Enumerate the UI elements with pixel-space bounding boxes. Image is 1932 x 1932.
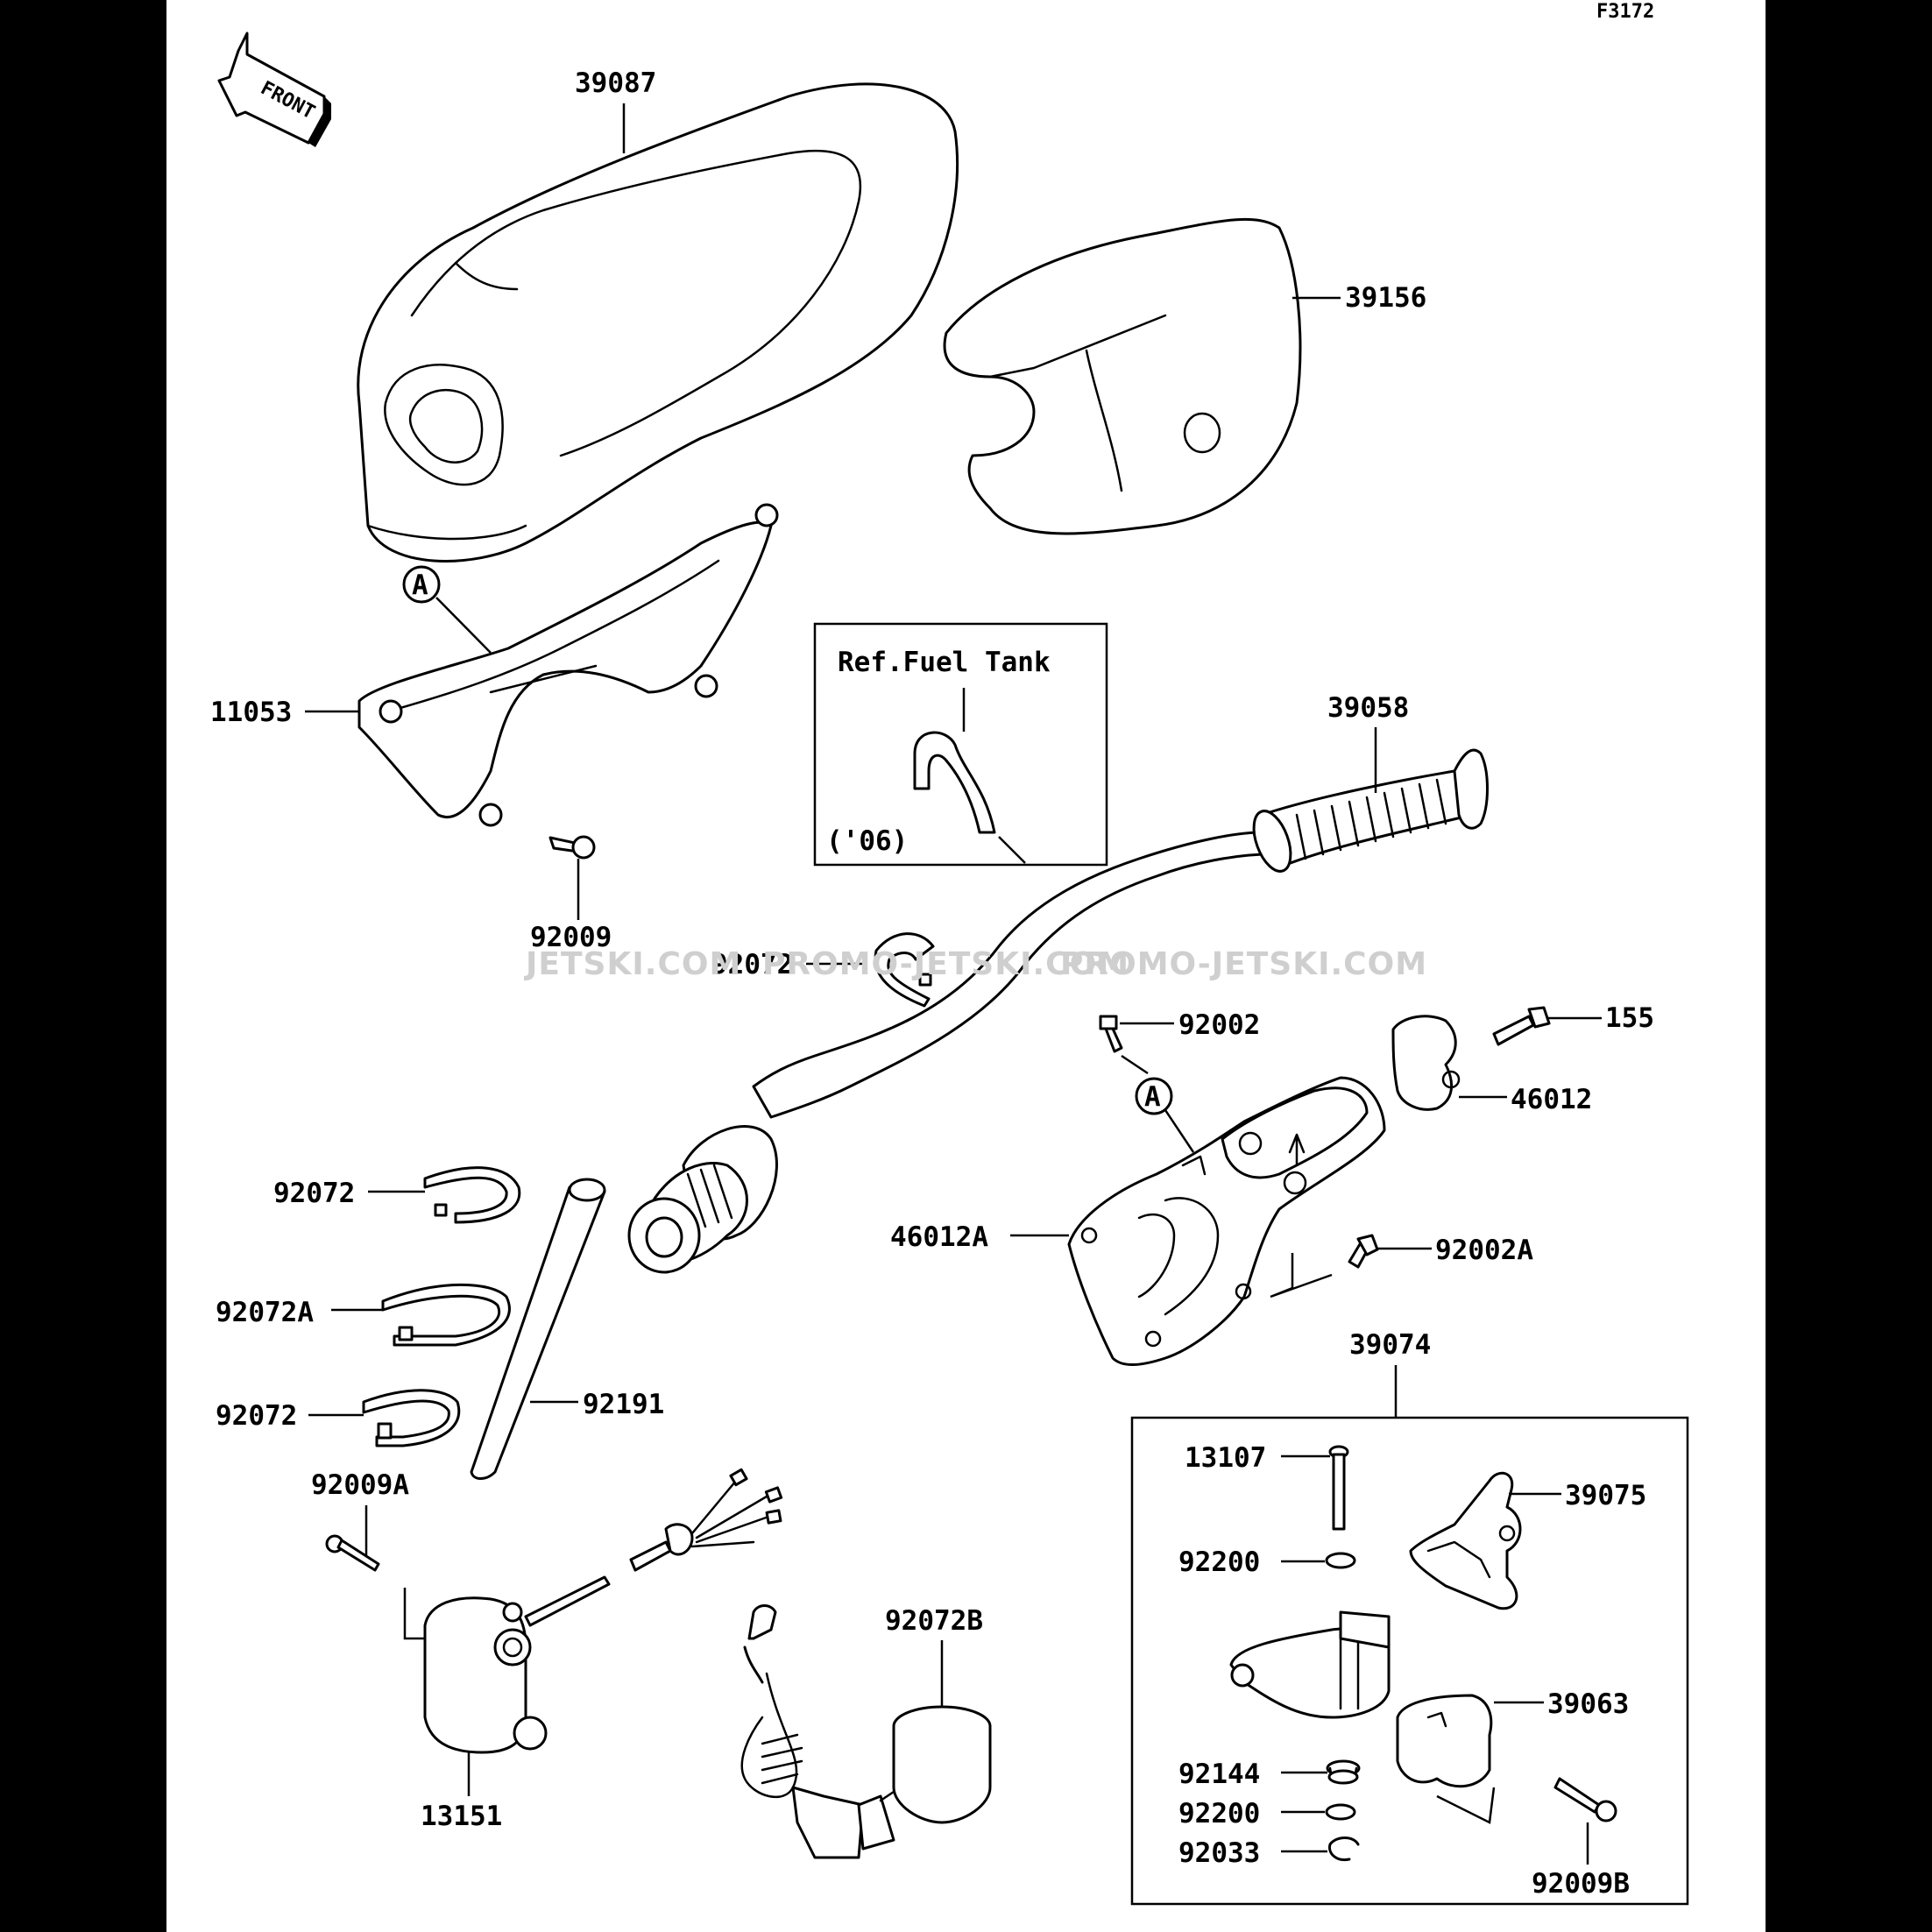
part-number: 92002A bbox=[1435, 1235, 1533, 1266]
part-number: 13151 bbox=[421, 1801, 502, 1832]
handlebar-part bbox=[627, 748, 1489, 1274]
leader-line bbox=[403, 1588, 433, 1640]
lever-part bbox=[1409, 1471, 1522, 1610]
watermark: PROMO-JETSKI.COM bbox=[1060, 946, 1427, 982]
part-number: 92072 bbox=[216, 1400, 297, 1432]
washer-part bbox=[1325, 1803, 1356, 1821]
part-number: 39075 bbox=[1565, 1480, 1646, 1511]
part-number: 46012A bbox=[890, 1221, 988, 1253]
part-number: 92144 bbox=[1178, 1759, 1260, 1790]
ref-box-title: Ref.Fuel Tank bbox=[838, 647, 1051, 678]
marker-a-label: A bbox=[412, 570, 428, 601]
part-number: 92072 bbox=[711, 949, 793, 980]
bolt-part bbox=[1553, 1777, 1617, 1822]
part-number: 13107 bbox=[1185, 1442, 1266, 1474]
watermark: PROMO-JETSKI.COM bbox=[762, 946, 1129, 982]
leader-line bbox=[435, 597, 492, 654]
hose-part bbox=[470, 1178, 606, 1480]
throttle-body-part bbox=[1229, 1610, 1391, 1719]
seat-cover-part bbox=[357, 82, 959, 563]
holder-upper-part bbox=[1391, 1015, 1461, 1111]
band-part bbox=[381, 1283, 511, 1347]
spring-part bbox=[1326, 1759, 1361, 1785]
marker-a bbox=[402, 565, 441, 604]
part-number: 92033 bbox=[1178, 1837, 1260, 1869]
bracket-part bbox=[357, 503, 779, 827]
band-part bbox=[362, 1389, 461, 1447]
bolt-part bbox=[1099, 1015, 1123, 1053]
band-part bbox=[874, 932, 935, 1008]
part-number: 39074 bbox=[1349, 1329, 1431, 1361]
leader-line bbox=[1164, 1109, 1195, 1153]
part-number: 92200 bbox=[1178, 1798, 1260, 1829]
marker-a-label: A bbox=[1144, 1081, 1161, 1113]
leader-line bbox=[1436, 1787, 1496, 1824]
part-number: 92072A bbox=[216, 1297, 314, 1328]
part-number: 92191 bbox=[583, 1389, 664, 1420]
bolt-part bbox=[548, 835, 596, 860]
watermark: JETSKI.COM bbox=[523, 946, 741, 982]
clip-part bbox=[1327, 1836, 1360, 1862]
part-number: 39156 bbox=[1345, 282, 1426, 314]
lever-assembly-box bbox=[1130, 1416, 1689, 1906]
cover-part bbox=[1396, 1694, 1493, 1788]
part-number: 92009 bbox=[530, 922, 612, 953]
part-number: 39087 bbox=[575, 67, 656, 99]
part-number: 92009A bbox=[311, 1469, 409, 1501]
leader-line bbox=[1270, 1253, 1333, 1299]
part-number: 92072 bbox=[273, 1178, 355, 1209]
band-part bbox=[423, 1166, 521, 1224]
marker-a bbox=[1135, 1077, 1173, 1115]
bolt-part bbox=[325, 1534, 380, 1572]
holder-lower-part bbox=[1067, 1076, 1386, 1366]
front-arrow-icon: FRONT bbox=[217, 32, 331, 147]
bolt-part bbox=[1492, 1006, 1551, 1046]
diagram-code: F3172 bbox=[1596, 1, 1654, 23]
part-number: 92009B bbox=[1532, 1868, 1630, 1900]
switch-part bbox=[423, 1468, 783, 1754]
part-number: 155 bbox=[1605, 1002, 1654, 1034]
part-number: 92002 bbox=[1178, 1009, 1260, 1041]
bolt-part bbox=[1348, 1234, 1379, 1269]
part-number: 92200 bbox=[1178, 1546, 1260, 1578]
part-number: 46012 bbox=[1511, 1084, 1592, 1115]
lanyard-band-part bbox=[740, 1604, 992, 1859]
part-number: 11053 bbox=[210, 697, 292, 728]
part-number: 39063 bbox=[1547, 1688, 1629, 1720]
ref-fuel-tank-box bbox=[813, 622, 1108, 867]
leader-line bbox=[1121, 1054, 1149, 1075]
washer-part bbox=[1325, 1552, 1356, 1569]
part-number: 39058 bbox=[1327, 692, 1409, 724]
ref-box-note: ('06) bbox=[826, 825, 908, 857]
pad-cover-part bbox=[943, 217, 1302, 535]
part-number: 92072B bbox=[885, 1605, 983, 1637]
pin-part bbox=[1328, 1445, 1349, 1531]
